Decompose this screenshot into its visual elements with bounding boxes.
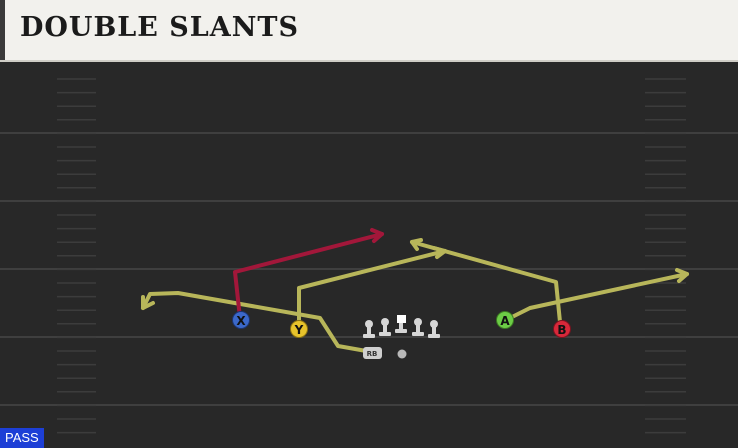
route-x bbox=[233, 232, 384, 320]
receiver-y-label: Y bbox=[294, 323, 304, 337]
route-rb bbox=[141, 291, 374, 354]
play-field bbox=[0, 62, 738, 448]
lineman-icon bbox=[363, 320, 375, 338]
receiver-a-label: A bbox=[500, 314, 510, 328]
routes bbox=[141, 228, 689, 354]
receiver-x: X bbox=[232, 311, 250, 329]
receiver-y: Y bbox=[290, 320, 308, 338]
title-bar: DOUBLE SLANTS bbox=[0, 0, 738, 62]
center-icon bbox=[395, 315, 407, 333]
receiver-b: B bbox=[553, 320, 571, 338]
route-b-arrow bbox=[410, 238, 423, 251]
quarterback-marker bbox=[397, 349, 407, 359]
lineman-icon bbox=[412, 318, 424, 336]
route-a bbox=[508, 272, 689, 320]
receiver-b-label: B bbox=[557, 323, 566, 337]
rb-marker: RB bbox=[363, 347, 382, 359]
route-y bbox=[297, 249, 447, 327]
receiver-x-label: X bbox=[236, 314, 246, 328]
offensive-line bbox=[363, 315, 440, 338]
route-x-arrow bbox=[370, 228, 384, 243]
play-type-badge: PASS bbox=[0, 428, 44, 448]
lineman-icon bbox=[379, 318, 391, 336]
route-a-arrow bbox=[675, 268, 689, 283]
rb-label: RB bbox=[367, 350, 378, 358]
title-accent bbox=[0, 0, 5, 60]
receiver-a: A bbox=[496, 311, 514, 329]
play-title: DOUBLE SLANTS bbox=[20, 12, 299, 43]
hash-marks bbox=[57, 78, 686, 434]
lineman-icon bbox=[428, 320, 440, 338]
route-b bbox=[410, 240, 562, 324]
route-rb-arrow bbox=[141, 295, 155, 310]
